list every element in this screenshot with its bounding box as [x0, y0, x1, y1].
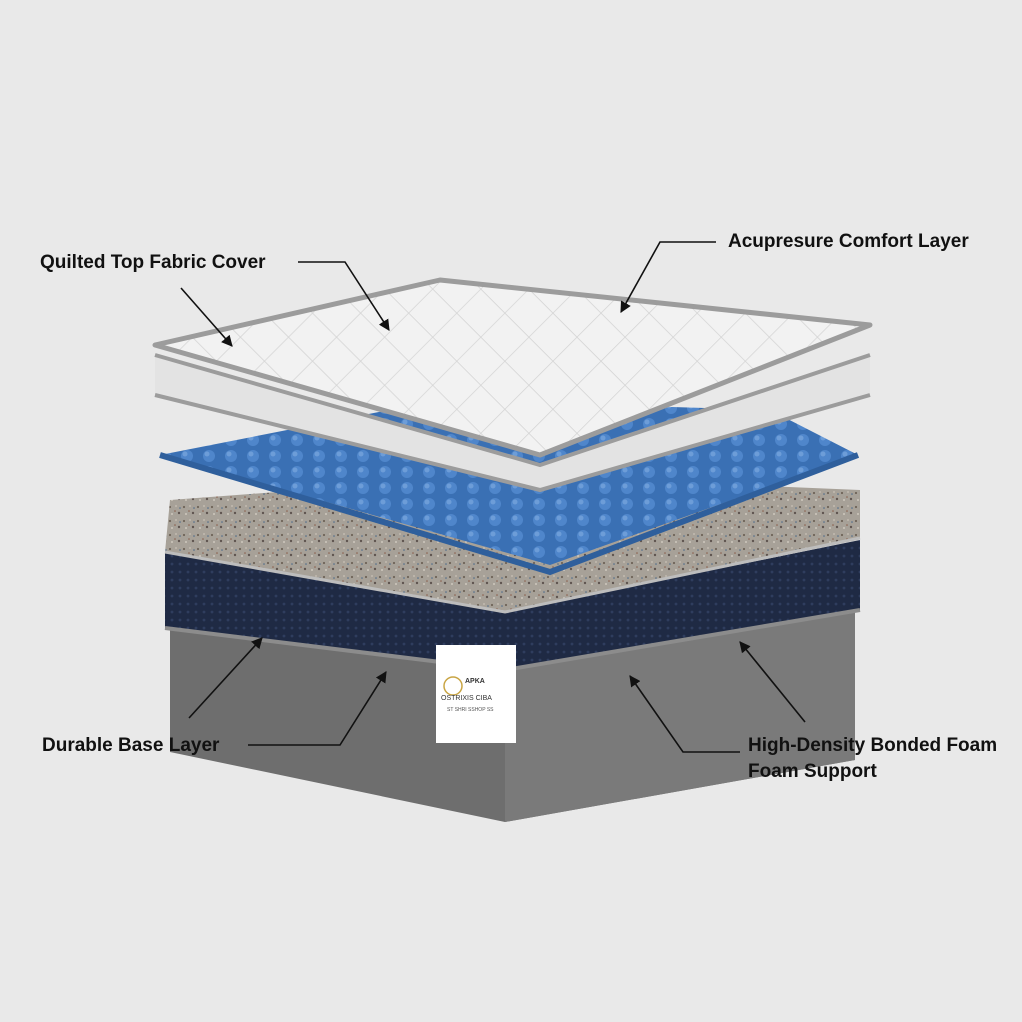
acupressure-label: Acupresure Comfort Layer — [728, 231, 969, 252]
leader-quilted-cover-2 — [298, 261, 390, 331]
brand-tag-line2: OSTRIXIS CIBA — [441, 695, 492, 702]
leader-acupressure — [620, 241, 716, 313]
high-density-label-line2: Foam Support — [748, 761, 877, 782]
brand-tag: APKA OSTRIXIS CIBA ST SHRI SSHOP SS — [436, 645, 516, 743]
leader-durable-base-2 — [188, 637, 263, 719]
quilted-top-label: Quilted Top Fabric Cover — [40, 252, 266, 273]
brand-tag-line3: ST SHRI SSHOP SS — [447, 707, 494, 713]
leader-high-density-2 — [739, 641, 806, 723]
leader-high-density — [629, 675, 740, 753]
brand-tag-line1: APKA — [465, 678, 485, 685]
leader-durable-base — [248, 671, 387, 746]
high-density-label: High-Density Bonded Foam Foam Support — [748, 733, 997, 785]
leader-quilted-cover — [180, 287, 233, 347]
callout-leaders — [180, 241, 806, 753]
quilted-top-cover — [152, 277, 873, 493]
brand-logo-icon — [443, 676, 463, 696]
durable-base-label: Durable Base Layer — [42, 735, 220, 756]
high-density-label-line1: High-Density Bonded Foam — [748, 735, 998, 756]
